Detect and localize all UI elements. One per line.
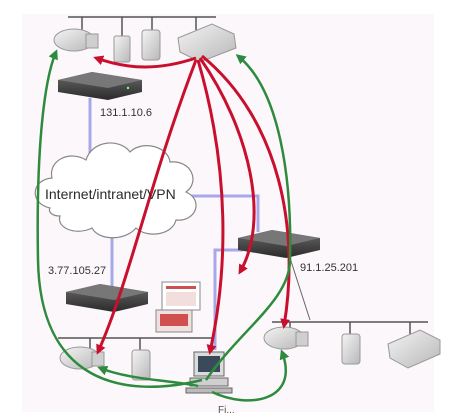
router-icon — [238, 230, 320, 258]
network-links — [88, 98, 311, 350]
sensor-module-icon — [341, 333, 361, 365]
left-router-ip-label: 3.77.105.27 — [48, 265, 107, 277]
green-arrows — [36, 49, 292, 402]
controller-icon — [177, 23, 237, 63]
internet-cloud — [34, 142, 197, 239]
link-right-router-workstation — [213, 248, 243, 350]
sensor-module-icon — [113, 35, 131, 63]
link-cloud-right-router — [185, 194, 260, 232]
figure-caption: Fi... — [218, 405, 235, 416]
screen-panel-icon — [155, 281, 201, 333]
device-buses — [58, 16, 428, 350]
sensor-module-icon — [131, 349, 151, 381]
controller-icon — [387, 329, 441, 369]
router-icon — [58, 72, 142, 100]
link-right-router-bus — [289, 257, 311, 321]
red-arrows — [93, 54, 291, 355]
sensor-module-icon — [141, 29, 161, 61]
cloud-label: Internet/intranet/VPN — [45, 186, 176, 202]
router-icon — [66, 284, 148, 312]
valve-actuator-icon — [53, 28, 99, 52]
right-router-ip-label: 91.1.25.201 — [300, 262, 359, 274]
top-router-ip-label: 131.1.10.6 — [100, 107, 152, 119]
